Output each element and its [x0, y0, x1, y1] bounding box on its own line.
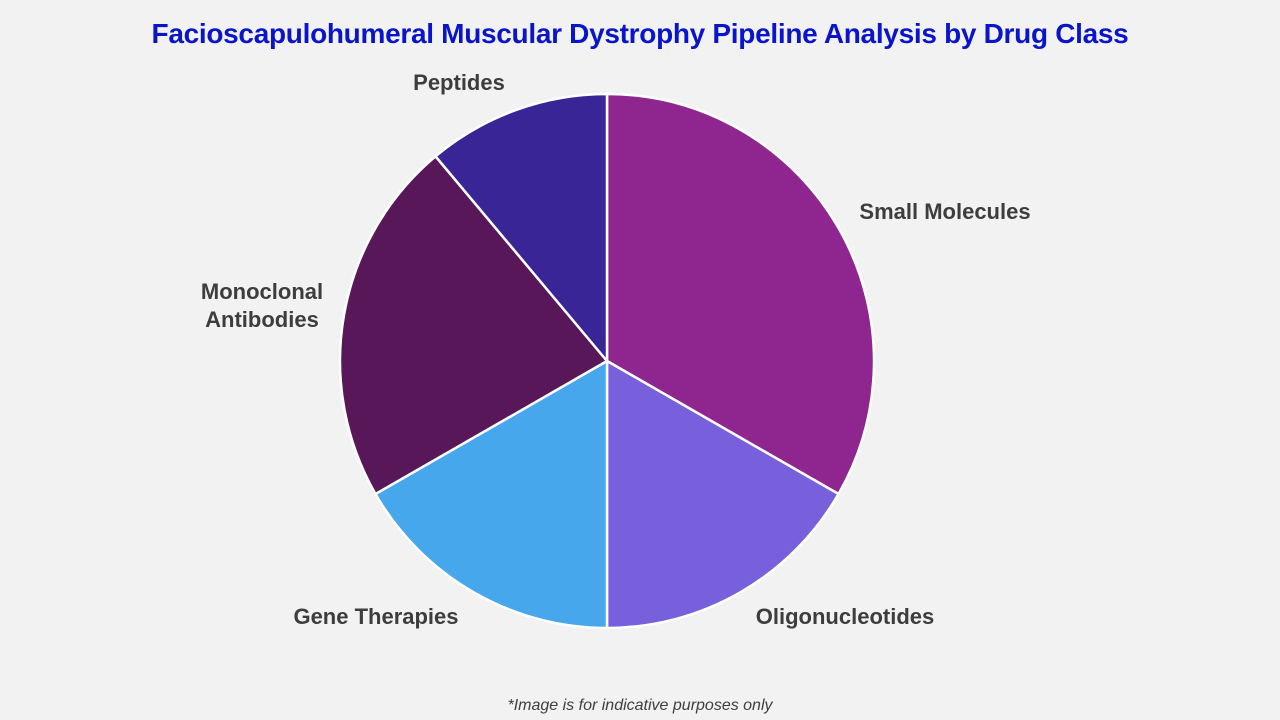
pie-slice-gene-therapies [374, 359, 609, 630]
pie-slices [338, 92, 876, 630]
pie-slice-monoclonal-antibodies [338, 155, 609, 496]
slice-label-gene-therapies: Gene Therapies [293, 604, 458, 629]
slice-label-peptides: Peptides [413, 70, 505, 95]
footnote: *Image is for indicative purposes only [507, 697, 773, 714]
chart-title: Facioscapulohumeral Muscular Dystrophy P… [151, 18, 1129, 49]
slice-label-small-molecules: Small Molecules [859, 199, 1030, 224]
slice-label-oligonucleotides: Oligonucleotides [756, 604, 934, 629]
pie-slice-oligonucleotides [605, 359, 840, 630]
pie-slice-small-molecules [605, 92, 876, 496]
pie-slice-peptides [434, 92, 609, 363]
